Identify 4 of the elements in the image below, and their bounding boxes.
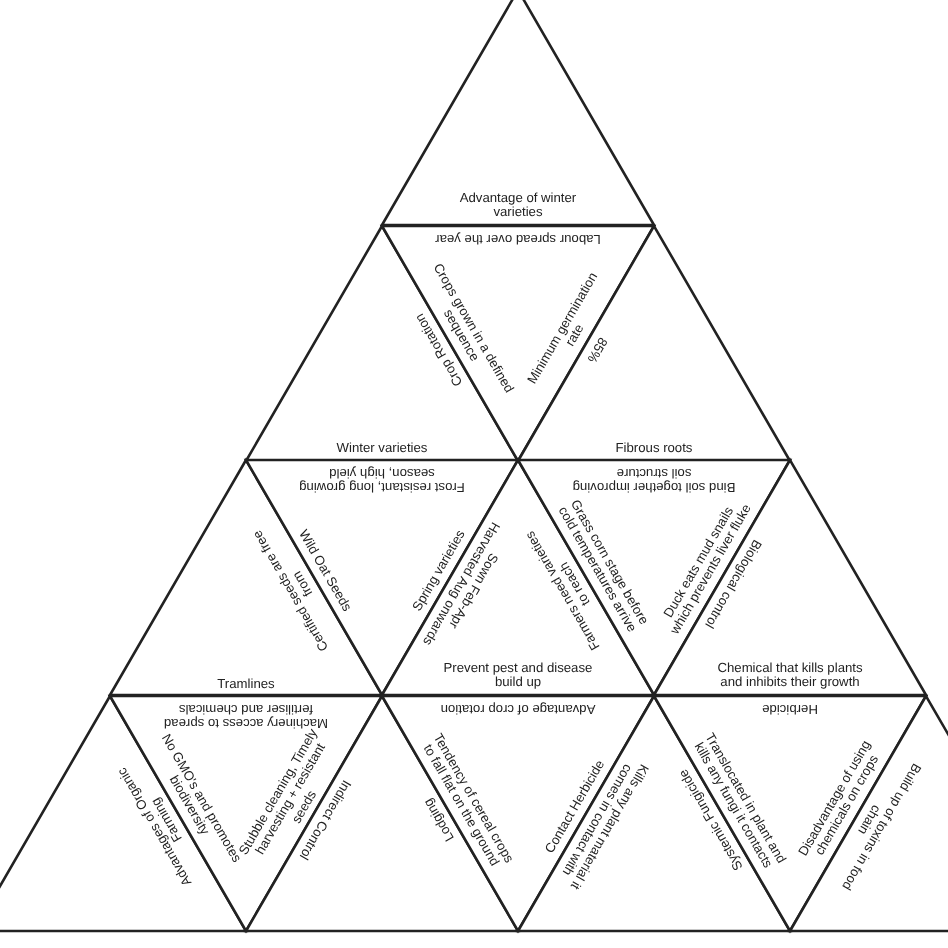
triangle-tile: [110, 460, 382, 695]
triangle-tile: [382, 0, 654, 225]
triangle-tile: [518, 225, 790, 460]
triangle-tile: [246, 225, 518, 460]
